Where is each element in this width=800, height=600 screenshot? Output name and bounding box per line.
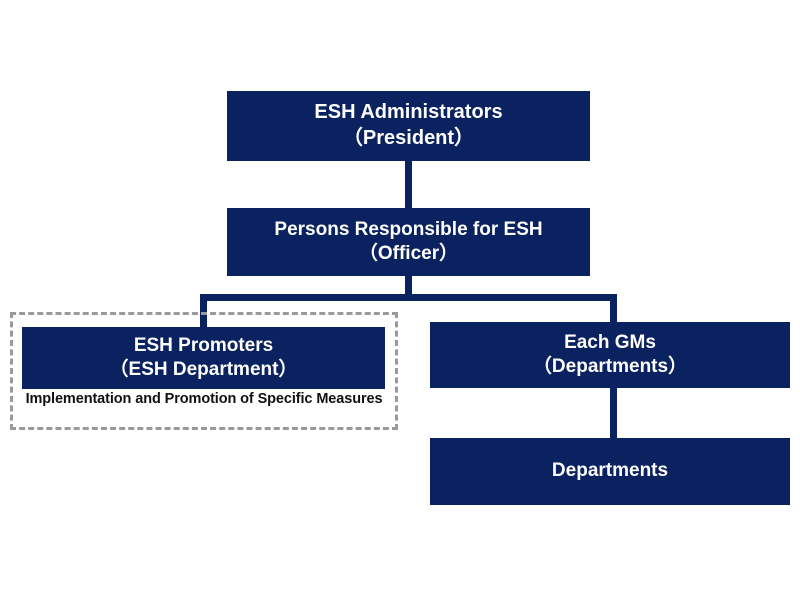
connector-administrators-to-responsible [405,161,412,209]
node-each-gms-line2: （Departments） [532,356,688,377]
node-persons-responsible-for-esh[interactable]: Persons Responsible for ESH （Officer） [227,208,590,276]
node-each-gms-line1: Each GMs [564,331,656,353]
node-esh-administrators-line2: （President） [342,127,475,149]
node-departments[interactable]: Departments [430,438,790,505]
group-caption-implementation-promotion: Implementation and Promotion of Specific… [25,391,383,407]
node-esh-promoters-line2: （ESH Department） [109,359,298,380]
group-box-esh-department [10,312,398,430]
node-persons-responsible-line1: Persons Responsible for ESH [274,218,543,240]
node-departments-line1: Departments [551,460,669,482]
node-esh-promoters[interactable]: ESH Promoters （ESH Department） [22,327,385,389]
connector-bus-to-gms [610,294,617,326]
node-esh-administrators-line1: ESH Administrators [314,101,503,124]
node-esh-administrators[interactable]: ESH Administrators （President） [227,91,590,161]
connector-responsible-to-bus [405,276,412,300]
node-esh-promoters-line1: ESH Promoters [133,334,274,356]
node-each-gms[interactable]: Each GMs （Departments） [430,322,790,388]
node-persons-responsible-line2: （Officer） [358,243,459,264]
connector-horizontal-bus [200,294,617,301]
connector-gms-to-departments [610,386,617,440]
